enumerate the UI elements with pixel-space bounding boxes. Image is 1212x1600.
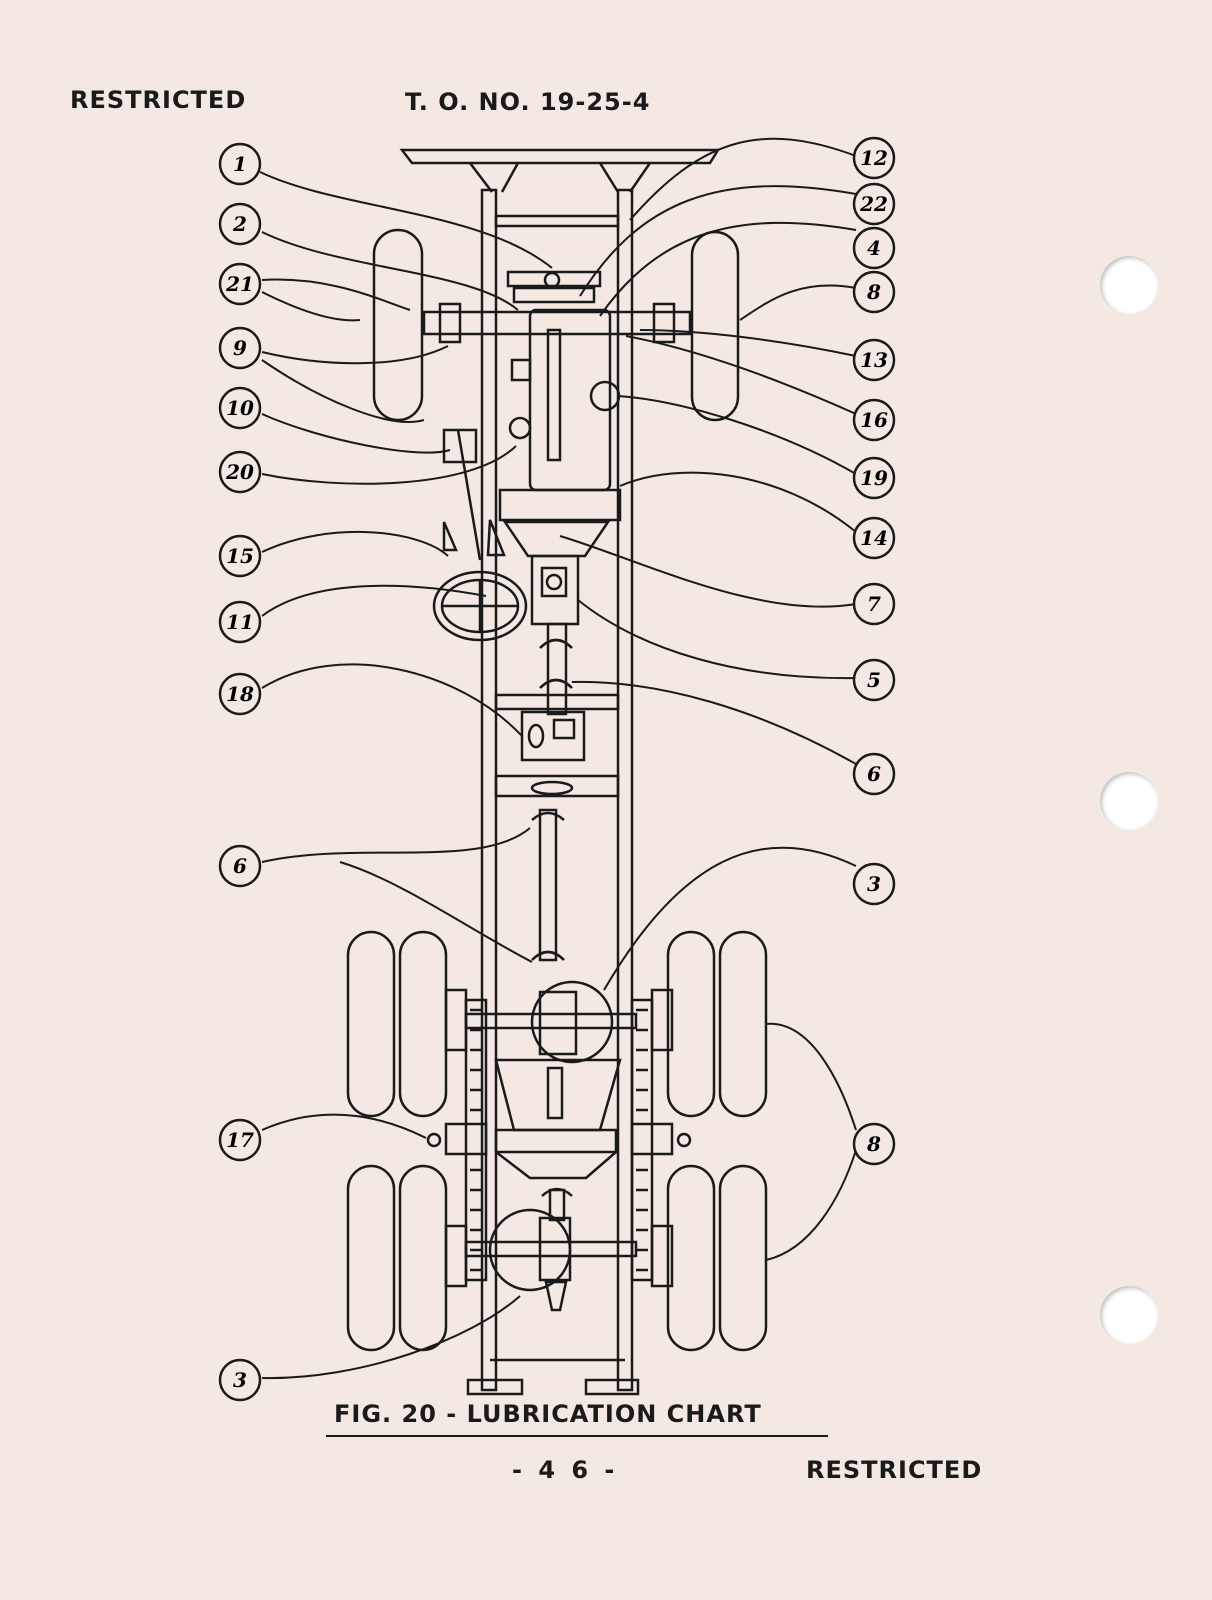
callout-left-18: 18 bbox=[218, 672, 262, 716]
callouts-right: 12 22 4 8 13 16 bbox=[852, 136, 896, 1166]
engine-block bbox=[528, 308, 612, 492]
rear-tire-left-outer-fwd bbox=[346, 930, 396, 1118]
binder-hole-top bbox=[1100, 256, 1158, 314]
svg-text:12: 12 bbox=[860, 146, 888, 170]
bumper-bracket-center bbox=[500, 162, 520, 193]
svg-text:5: 5 bbox=[867, 668, 881, 692]
binder-hole-bottom bbox=[1100, 1286, 1158, 1344]
frame-rail-right bbox=[616, 188, 634, 1392]
fan-hub bbox=[543, 271, 561, 289]
bumper-bracket-right bbox=[598, 162, 620, 193]
svg-text:6: 6 bbox=[867, 762, 881, 786]
leader-lines bbox=[259, 137, 857, 1380]
callout-left-3: 3 bbox=[218, 1358, 262, 1402]
header-restricted: RESTRICTED bbox=[70, 86, 247, 114]
svg-text:21: 21 bbox=[225, 272, 254, 296]
rear-tire-left-inner-rear bbox=[398, 1164, 448, 1352]
front-crossmember bbox=[494, 214, 620, 228]
svg-text:2: 2 bbox=[232, 212, 247, 236]
callout-right-19: 19 bbox=[852, 456, 896, 500]
rear-tire-right-outer-rear bbox=[718, 1164, 768, 1352]
binder-hole-middle bbox=[1100, 772, 1158, 830]
svg-text:19: 19 bbox=[860, 466, 888, 490]
callout-right-13: 13 bbox=[852, 338, 896, 382]
crossmember-mid bbox=[494, 693, 620, 711]
oil-filter bbox=[589, 380, 621, 412]
svg-text:1: 1 bbox=[233, 152, 247, 176]
callout-right-3: 3 bbox=[852, 862, 896, 906]
svg-text:22: 22 bbox=[859, 192, 888, 216]
front-axle bbox=[422, 310, 692, 336]
rear-tire-left-inner-fwd bbox=[398, 930, 448, 1118]
svg-text:4: 4 bbox=[867, 236, 881, 260]
callout-right-12: 12 bbox=[852, 136, 896, 180]
callout-left-10: 10 bbox=[218, 386, 262, 430]
header-to-number: T. O. NO. 19-25-4 bbox=[405, 88, 651, 116]
svg-text:14: 14 bbox=[860, 526, 888, 550]
callout-right-14: 14 bbox=[852, 516, 896, 560]
crossmember-rear-1 bbox=[494, 774, 620, 798]
bumper-bracket-left bbox=[469, 162, 493, 193]
caption-underline bbox=[326, 1435, 828, 1437]
rear-crossmember bbox=[494, 1128, 618, 1154]
callout-right-16: 16 bbox=[852, 398, 896, 442]
svg-text:7: 7 bbox=[867, 592, 881, 616]
svg-text:11: 11 bbox=[226, 610, 254, 634]
page-number: - 4 6 - bbox=[512, 1456, 619, 1484]
svg-text:15: 15 bbox=[226, 544, 254, 568]
svg-text:17: 17 bbox=[226, 1128, 254, 1152]
callout-right-8-bottom: 8 bbox=[852, 1122, 896, 1166]
steering-wheel bbox=[432, 570, 528, 642]
callout-left-6: 6 bbox=[218, 844, 262, 888]
svg-text:8: 8 bbox=[866, 1132, 881, 1156]
callout-right-8-top: 8 bbox=[852, 270, 896, 314]
forward-rear-differential bbox=[530, 980, 614, 1064]
svg-text:16: 16 bbox=[860, 408, 888, 432]
callout-right-6: 6 bbox=[852, 752, 896, 796]
svg-text:9: 9 bbox=[233, 336, 247, 360]
rear-rear-differential bbox=[488, 1208, 572, 1292]
rear-tire-right-inner-rear bbox=[666, 1164, 716, 1352]
callout-left-20: 20 bbox=[218, 450, 262, 494]
svg-text:10: 10 bbox=[226, 396, 254, 420]
figure-caption: FIG. 20 - LUBRICATION CHART bbox=[334, 1400, 762, 1428]
front-tire-left bbox=[372, 228, 424, 422]
callout-left-11: 11 bbox=[218, 600, 262, 644]
rear-spring-right bbox=[630, 998, 654, 1282]
callout-right-7: 7 bbox=[852, 582, 896, 626]
callout-right-4: 4 bbox=[852, 226, 896, 270]
svg-text:3: 3 bbox=[867, 872, 881, 896]
callout-left-9: 9 bbox=[218, 326, 262, 370]
svg-text:18: 18 bbox=[226, 682, 254, 706]
callout-left-15: 15 bbox=[218, 534, 262, 578]
rear-tire-left-outer-rear bbox=[346, 1164, 396, 1352]
svg-text:3: 3 bbox=[233, 1368, 247, 1392]
callouts-left: 1 2 21 9 10 20 bbox=[218, 142, 262, 1402]
spring-seat-left bbox=[426, 1132, 442, 1148]
rear-tire-right-outer-fwd bbox=[718, 930, 768, 1118]
propeller-shaft-rear bbox=[538, 808, 558, 962]
steering-column bbox=[456, 429, 482, 561]
rear-frame-end bbox=[466, 1378, 524, 1396]
front-tire-right bbox=[690, 230, 740, 422]
callout-left-21: 21 bbox=[218, 262, 262, 306]
callout-right-22: 22 bbox=[852, 182, 896, 226]
svg-text:8: 8 bbox=[866, 280, 881, 304]
callout-right-5: 5 bbox=[852, 658, 896, 702]
callout-left-17: 17 bbox=[218, 1118, 262, 1162]
frame-rail-left bbox=[480, 188, 498, 1392]
clutch-housing bbox=[502, 520, 611, 558]
front-bumper bbox=[399, 148, 721, 165]
rear-tire-right-inner-fwd bbox=[666, 930, 716, 1118]
svg-text:6: 6 bbox=[233, 854, 247, 878]
footer-restricted: RESTRICTED bbox=[806, 1456, 983, 1484]
callout-left-1: 1 bbox=[218, 142, 262, 186]
propeller-shaft-front bbox=[546, 622, 568, 716]
svg-text:13: 13 bbox=[860, 348, 888, 372]
svg-text:20: 20 bbox=[225, 460, 254, 484]
callout-left-2: 2 bbox=[218, 202, 262, 246]
